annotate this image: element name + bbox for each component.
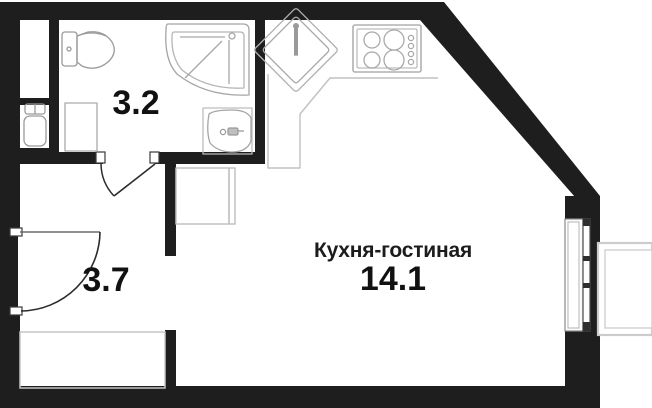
wall-left-upper: [0, 2, 20, 234]
wardrobe-icon: [19, 331, 166, 389]
bathroom-area: 3.2: [112, 84, 160, 122]
hall-furniture: [19, 331, 166, 389]
kitchen-base-cabinet-icon: [175, 167, 236, 225]
kitchen-counter-edge: [267, 74, 438, 169]
wall-top: [0, 2, 432, 20]
bathroom-door-swing-arc: [100, 163, 115, 197]
wall-hall-divider-upper: [165, 164, 176, 256]
room-label-hallway: 3.7: [66, 261, 146, 299]
room-label-bathroom: 3.2: [96, 84, 176, 122]
bathroom-door-hinge-right: [149, 151, 160, 164]
balcony-mullion-mid-upper: [583, 256, 590, 261]
kitchen-fixtures: [175, 8, 438, 225]
wall-group: [0, 2, 600, 408]
balcony-mullion-bottom: [583, 322, 590, 331]
cabinet-icon: [64, 102, 98, 152]
corner-kitchen-sink-icon: [254, 8, 338, 92]
cooktop-icon: [352, 24, 422, 73]
wall-left-lower: [0, 312, 20, 408]
small-sink-icon: [23, 103, 47, 147]
balcony-door-sash: [582, 218, 591, 332]
balcony-slab-inner: [604, 249, 652, 329]
balcony-door-glass: [567, 221, 580, 329]
toilet-icon: [61, 31, 115, 69]
wall-bathroom-right: [255, 20, 265, 164]
room-label-kitchen-living: Кухня-гостиная 14.1: [253, 239, 533, 299]
wall-right-lower: [565, 330, 587, 388]
wall-bathroom-bottom-right: [155, 152, 265, 164]
kitchen-living-name: Кухня-гостиная: [313, 239, 473, 262]
wall-bottom: [0, 386, 600, 408]
entry-door-hinge-bottom: [9, 306, 23, 316]
door-group: [9, 151, 160, 316]
wall-hall-divider-lower: [165, 330, 176, 388]
balcony-mullion-mid-lower: [583, 283, 590, 288]
exterior-walls: [0, 2, 600, 408]
kitchen-living-area: 14.1: [359, 260, 427, 299]
wall-diagonal: [424, 2, 600, 222]
wall-niche-bottom: [18, 148, 52, 155]
hallway-area: 3.7: [82, 261, 130, 299]
entry-door-swing-arc: [20, 231, 101, 312]
balcony-door-group: [564, 218, 652, 337]
bathroom-fixtures: [23, 23, 253, 155]
wall-niche-divider: [18, 98, 52, 105]
shower-tray-icon: [165, 23, 250, 96]
bathroom-door-hinge-left: [95, 151, 106, 164]
balcony-mullion-top: [583, 219, 590, 226]
wall-bathroom-left: [49, 20, 59, 160]
bathroom-door-leaf: [113, 163, 156, 197]
washbasin-icon: [202, 107, 253, 155]
